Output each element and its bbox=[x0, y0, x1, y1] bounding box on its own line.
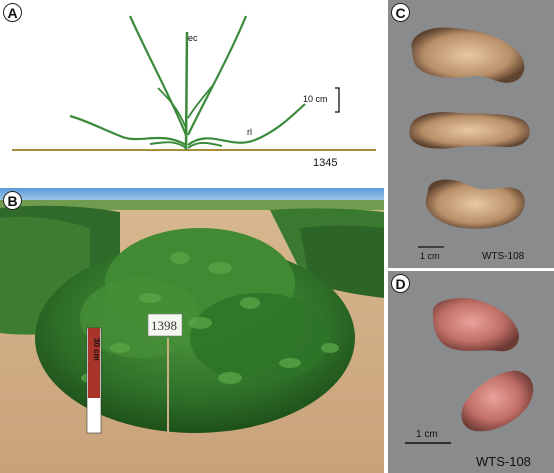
left-mid-branch bbox=[157, 87, 187, 129]
scale-bar bbox=[335, 87, 340, 113]
field-photo bbox=[0, 188, 384, 473]
panel-label-c: C bbox=[391, 3, 410, 22]
panel-c-pods: C 1 cm WTS-108 bbox=[388, 0, 554, 268]
left-short-runner bbox=[149, 141, 187, 149]
branch-label: rl bbox=[247, 127, 252, 137]
left-upper-branch bbox=[128, 15, 188, 136]
panel-label-a: A bbox=[3, 3, 22, 22]
pod-2 bbox=[409, 112, 530, 149]
right-runner bbox=[187, 103, 306, 146]
panel-b-field-photo: B 30 cm 1398 bbox=[0, 188, 384, 473]
scale-label: 1 cm bbox=[420, 251, 440, 261]
pods-photo bbox=[409, 27, 530, 248]
panel-d-seeds: D 1 cm WTS-108 bbox=[388, 271, 554, 473]
main-stem bbox=[184, 31, 189, 151]
left-runner bbox=[69, 114, 187, 146]
seeds-photo bbox=[405, 298, 534, 444]
accession-label: WTS-108 bbox=[482, 251, 525, 262]
plot-tag-number: 1398 bbox=[151, 318, 177, 333]
pod-3 bbox=[425, 179, 525, 229]
right-short-runner bbox=[187, 141, 223, 149]
plot-tag bbox=[147, 313, 183, 337]
ruler-label: 30 cm bbox=[92, 338, 101, 361]
scale-label: 1 cm bbox=[416, 429, 438, 440]
stem-label: ec bbox=[188, 33, 198, 43]
right-upper-branch bbox=[187, 15, 248, 136]
scale-label: 10 cm bbox=[303, 94, 328, 104]
architecture-drawing bbox=[12, 15, 376, 151]
right-mid-branch bbox=[187, 83, 215, 119]
pod-1 bbox=[411, 27, 525, 83]
seed-2 bbox=[461, 370, 534, 432]
accession-label: WTS-108 bbox=[476, 454, 531, 469]
seed-1 bbox=[432, 298, 519, 352]
accession-label: 1345 bbox=[313, 157, 338, 169]
panel-label-d: D bbox=[391, 274, 410, 293]
panel-label-b: B bbox=[3, 191, 22, 210]
panel-a-architecture: A ec rl 10 cm 1345 bbox=[0, 0, 386, 185]
